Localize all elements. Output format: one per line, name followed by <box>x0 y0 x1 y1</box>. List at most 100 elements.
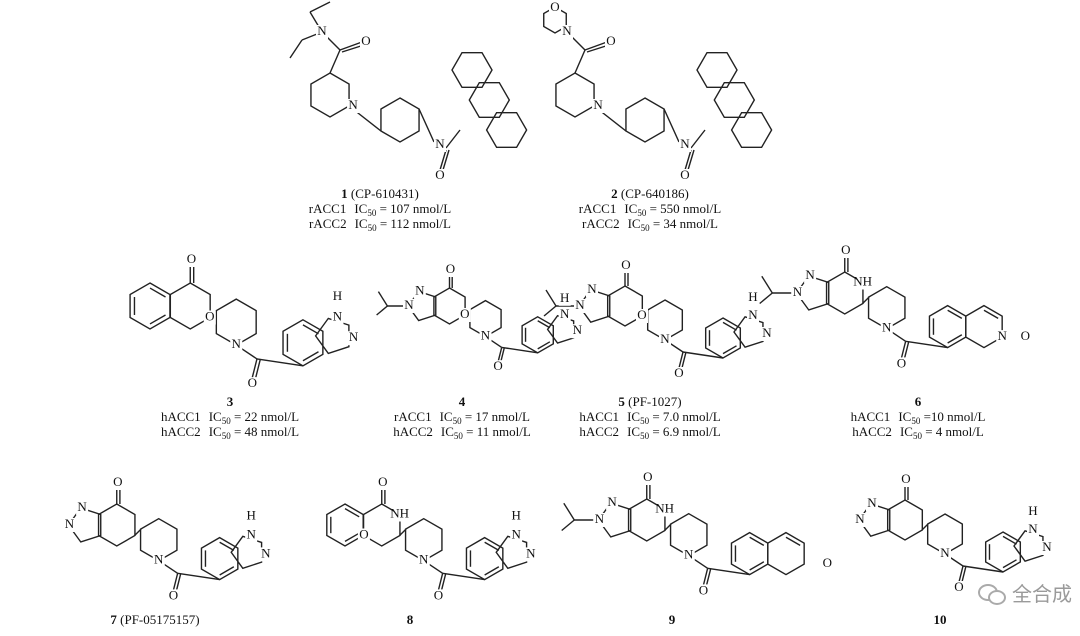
ic-subscript: 50 <box>221 416 231 426</box>
atom-label: NH <box>853 273 872 288</box>
atom-bg <box>592 99 605 113</box>
bond <box>256 358 304 367</box>
piperidine-ring <box>555 72 595 118</box>
watermark-text: 全合成 <box>1012 582 1072 606</box>
ic-subscript: 50 <box>912 431 922 441</box>
atom-label: H <box>246 508 255 523</box>
atom-label: N <box>404 297 414 312</box>
bond <box>309 1 331 13</box>
ic50-value: = 11 nmol/L <box>466 424 531 439</box>
anthracene-ring <box>713 81 756 119</box>
atom-label: N <box>232 336 242 351</box>
ic50-value: = 550 nmol/L <box>649 201 722 216</box>
compound-number: 3 <box>226 394 234 409</box>
atom-bg <box>679 169 691 183</box>
ic50-value: = 7.0 nmol/L <box>652 409 721 424</box>
atom-label: N <box>526 545 536 560</box>
bond <box>681 351 687 369</box>
atom-label: O <box>841 242 850 257</box>
aromatic-ring <box>129 282 171 330</box>
atom-bg <box>561 25 573 39</box>
piperidine-ring <box>310 72 350 118</box>
ic-subscript: 50 <box>453 431 463 441</box>
enzyme: hACC2 <box>579 424 620 439</box>
compound-code: (PF-1027) <box>628 394 682 409</box>
ic-label: IC <box>440 424 454 439</box>
bond <box>442 149 450 171</box>
atom-label: N <box>855 511 865 526</box>
enzyme: hACC2 <box>393 424 433 439</box>
aromatic-ring <box>200 536 239 581</box>
atom-label: O <box>550 0 559 14</box>
atom-bg <box>432 589 445 604</box>
ic-subscript: 50 <box>640 431 650 441</box>
bond <box>749 536 765 547</box>
bond <box>344 532 360 542</box>
atom-label: N <box>333 308 343 323</box>
compound-number: 2 <box>611 186 618 201</box>
atom-bg <box>747 309 759 323</box>
bond <box>437 573 444 591</box>
compound-code: (PF-05175157) <box>120 612 200 627</box>
atom-bg <box>620 259 632 273</box>
bond <box>484 541 500 552</box>
atom-bg <box>659 333 671 347</box>
atom-bg <box>856 275 869 290</box>
atom-bg <box>434 138 446 152</box>
bond <box>962 565 1004 573</box>
ic-subscript: 50 <box>452 416 462 426</box>
anthracene-ring <box>451 51 493 89</box>
compound-label: 6 <box>798 394 1038 409</box>
atom-bg <box>510 509 523 524</box>
atom-bg <box>230 338 243 353</box>
aromatic-ring <box>928 304 967 349</box>
enzyme: rACC2 <box>582 216 620 231</box>
bond <box>302 324 319 335</box>
atom-label: N <box>481 328 491 343</box>
atom-bg <box>1019 330 1032 345</box>
bond <box>442 572 485 581</box>
bond <box>702 568 709 586</box>
enzyme: hACC1 <box>850 409 891 424</box>
ic50-value: = 4 nmol/L <box>925 424 984 439</box>
aromatic-ring <box>326 503 364 547</box>
atom-label: N <box>805 267 815 282</box>
atom-label: N <box>317 23 327 38</box>
ic-label: IC <box>624 201 638 216</box>
atom-label: O <box>248 375 257 390</box>
bond <box>983 309 999 320</box>
compound-label: 2 (CP-640186) <box>530 186 770 201</box>
bond <box>339 41 363 51</box>
atom-bg <box>605 35 617 49</box>
bond <box>749 561 765 571</box>
atom-label: N <box>415 283 425 298</box>
bond <box>900 341 907 359</box>
aromatic-ring <box>465 536 504 581</box>
bond <box>1002 559 1017 569</box>
atom-label: N <box>511 526 521 541</box>
bond <box>574 49 586 74</box>
ic-label: IC <box>898 409 912 424</box>
bond <box>545 289 557 307</box>
atom-bg <box>804 269 817 284</box>
atom-label: N <box>793 284 803 299</box>
bond <box>500 347 506 362</box>
anthracene-ring <box>485 111 528 149</box>
atom-bg <box>641 471 654 485</box>
compound-label: 4 <box>342 394 582 409</box>
atom-label: N <box>560 306 570 321</box>
bond <box>219 541 235 552</box>
atom-background-layer <box>63 1 1053 604</box>
ic-label: IC <box>627 409 641 424</box>
bond <box>501 346 538 354</box>
atom-label: O <box>699 582 708 597</box>
bond <box>377 291 388 307</box>
atom-label: NH <box>390 505 409 520</box>
atom-label: O <box>359 526 368 541</box>
ic-subscript: 50 <box>640 223 650 233</box>
bond <box>149 314 166 325</box>
atom-bg <box>444 263 457 277</box>
